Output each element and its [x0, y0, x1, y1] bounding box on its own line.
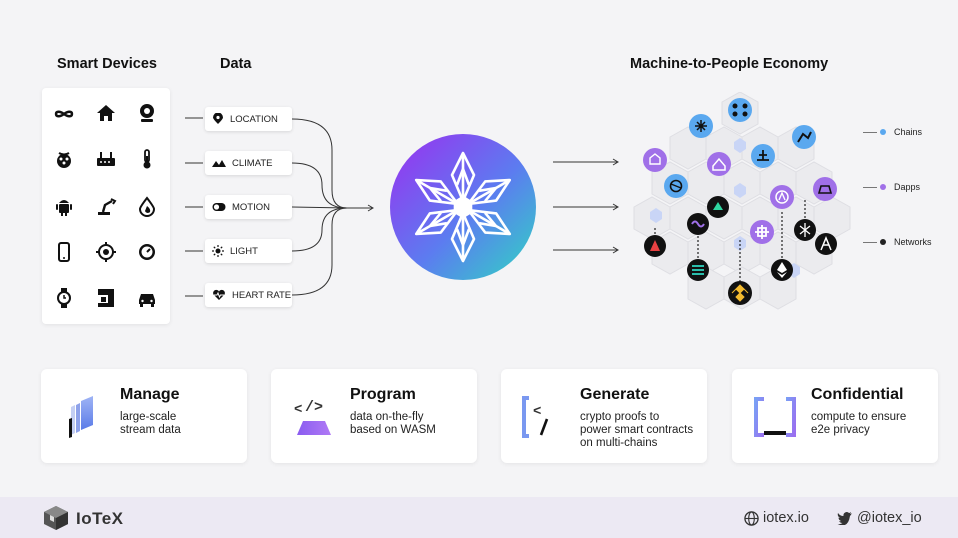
chain-nodes [664, 98, 816, 198]
data-heading: Data [220, 56, 252, 72]
card-program: < /> Program data on-the-fly based on WA… [271, 369, 477, 463]
website-link[interactable]: iotex.io [744, 510, 809, 526]
water-drop-icon [138, 196, 156, 217]
card-description: compute to ensure e2e privacy [811, 411, 907, 436]
data-item-label: LIGHT [230, 245, 258, 257]
brand-name: IoTeX [76, 509, 124, 528]
gauge-icon [139, 244, 155, 260]
svg-text:/>: /> [305, 399, 323, 416]
card-manage: Manage large-scale stream data [41, 369, 247, 463]
twitter-handle: @iotex_io [857, 510, 922, 526]
network-dot-icon [880, 239, 886, 245]
stream-layers-icon [69, 396, 93, 438]
network-nodes [644, 196, 837, 305]
twitter-bird-icon [837, 512, 852, 525]
thermometer-icon [143, 149, 151, 169]
output-arrows [553, 158, 619, 254]
dapp-dot-icon [880, 184, 886, 190]
smart-devices-heading: Smart Devices [57, 56, 157, 72]
coffee-machine-icon [98, 289, 114, 307]
legend-chains: Chains [863, 127, 922, 137]
device-connectors [185, 117, 203, 297]
twitter-link[interactable]: @iotex_io [837, 510, 922, 526]
home-icon [97, 105, 115, 121]
raspberry-icon [57, 152, 71, 168]
router-icon [97, 152, 115, 166]
data-item-label: HEART RATE [232, 289, 292, 301]
smart-devices-panel [42, 88, 170, 324]
secure-bracket-icon [754, 397, 796, 437]
legend-label: Networks [894, 237, 932, 247]
webcam-icon [140, 104, 154, 122]
economy-heading: Machine-to-People Economy [630, 56, 829, 72]
mountain-icon [212, 160, 226, 167]
smartphone-icon [58, 242, 70, 262]
legend-label: Dapps [894, 182, 921, 192]
card-title: Confidential [811, 386, 904, 403]
footer: IoTeX iotex.io @iotex_io [0, 497, 958, 538]
card-title: Generate [580, 386, 650, 403]
android-icon [56, 200, 72, 216]
svg-text:<: < [533, 404, 541, 420]
svg-text:<: < [294, 402, 302, 418]
data-item-location: LOCATION [205, 107, 292, 131]
infinity-icon [54, 110, 74, 118]
legend-dapps: Dapps [863, 182, 920, 192]
data-item-label: CLIMATE [232, 157, 273, 169]
bracket-code-icon: < [522, 396, 549, 438]
data-item-climate: CLIMATE [205, 151, 292, 175]
network-ecosystem [633, 92, 851, 310]
code-prism-icon: < /> [294, 399, 331, 435]
location-pin-icon [213, 113, 223, 124]
car-icon [139, 294, 155, 307]
target-icon [96, 242, 116, 262]
globe-icon [744, 510, 759, 526]
iotex-flower-logo [390, 134, 536, 280]
data-item-label: MOTION [232, 201, 270, 213]
iotex-cube-logo-icon [44, 506, 68, 530]
card-description: data on-the-fly based on WASM [350, 411, 436, 436]
card-description: large-scale stream data [120, 411, 181, 436]
toggle-icon [212, 203, 226, 211]
data-item-label: LOCATION [230, 113, 278, 125]
data-item-motion: MOTION [205, 195, 292, 219]
data-item-light: LIGHT [205, 239, 292, 263]
data-item-heart-rate: HEART RATE [205, 283, 292, 307]
legend-networks: Networks [863, 237, 932, 247]
card-title: Manage [120, 386, 180, 403]
dapp-nodes [643, 148, 837, 244]
heart-rate-icon [213, 289, 225, 300]
legend-label: Chains [894, 127, 923, 137]
sun-icon [212, 245, 224, 257]
website-text: iotex.io [763, 510, 809, 526]
card-confidential: Confidential compute to ensure e2e priva… [732, 369, 938, 463]
data-merge-connector [292, 118, 374, 296]
card-generate: < Generate crypto proofs to power smart … [501, 369, 707, 463]
card-title: Program [350, 386, 416, 403]
chain-dot-icon [880, 129, 886, 135]
robot-arm-icon [98, 198, 117, 215]
card-description: crypto proofs to power smart contracts o… [580, 411, 694, 449]
smartwatch-icon [57, 288, 71, 308]
